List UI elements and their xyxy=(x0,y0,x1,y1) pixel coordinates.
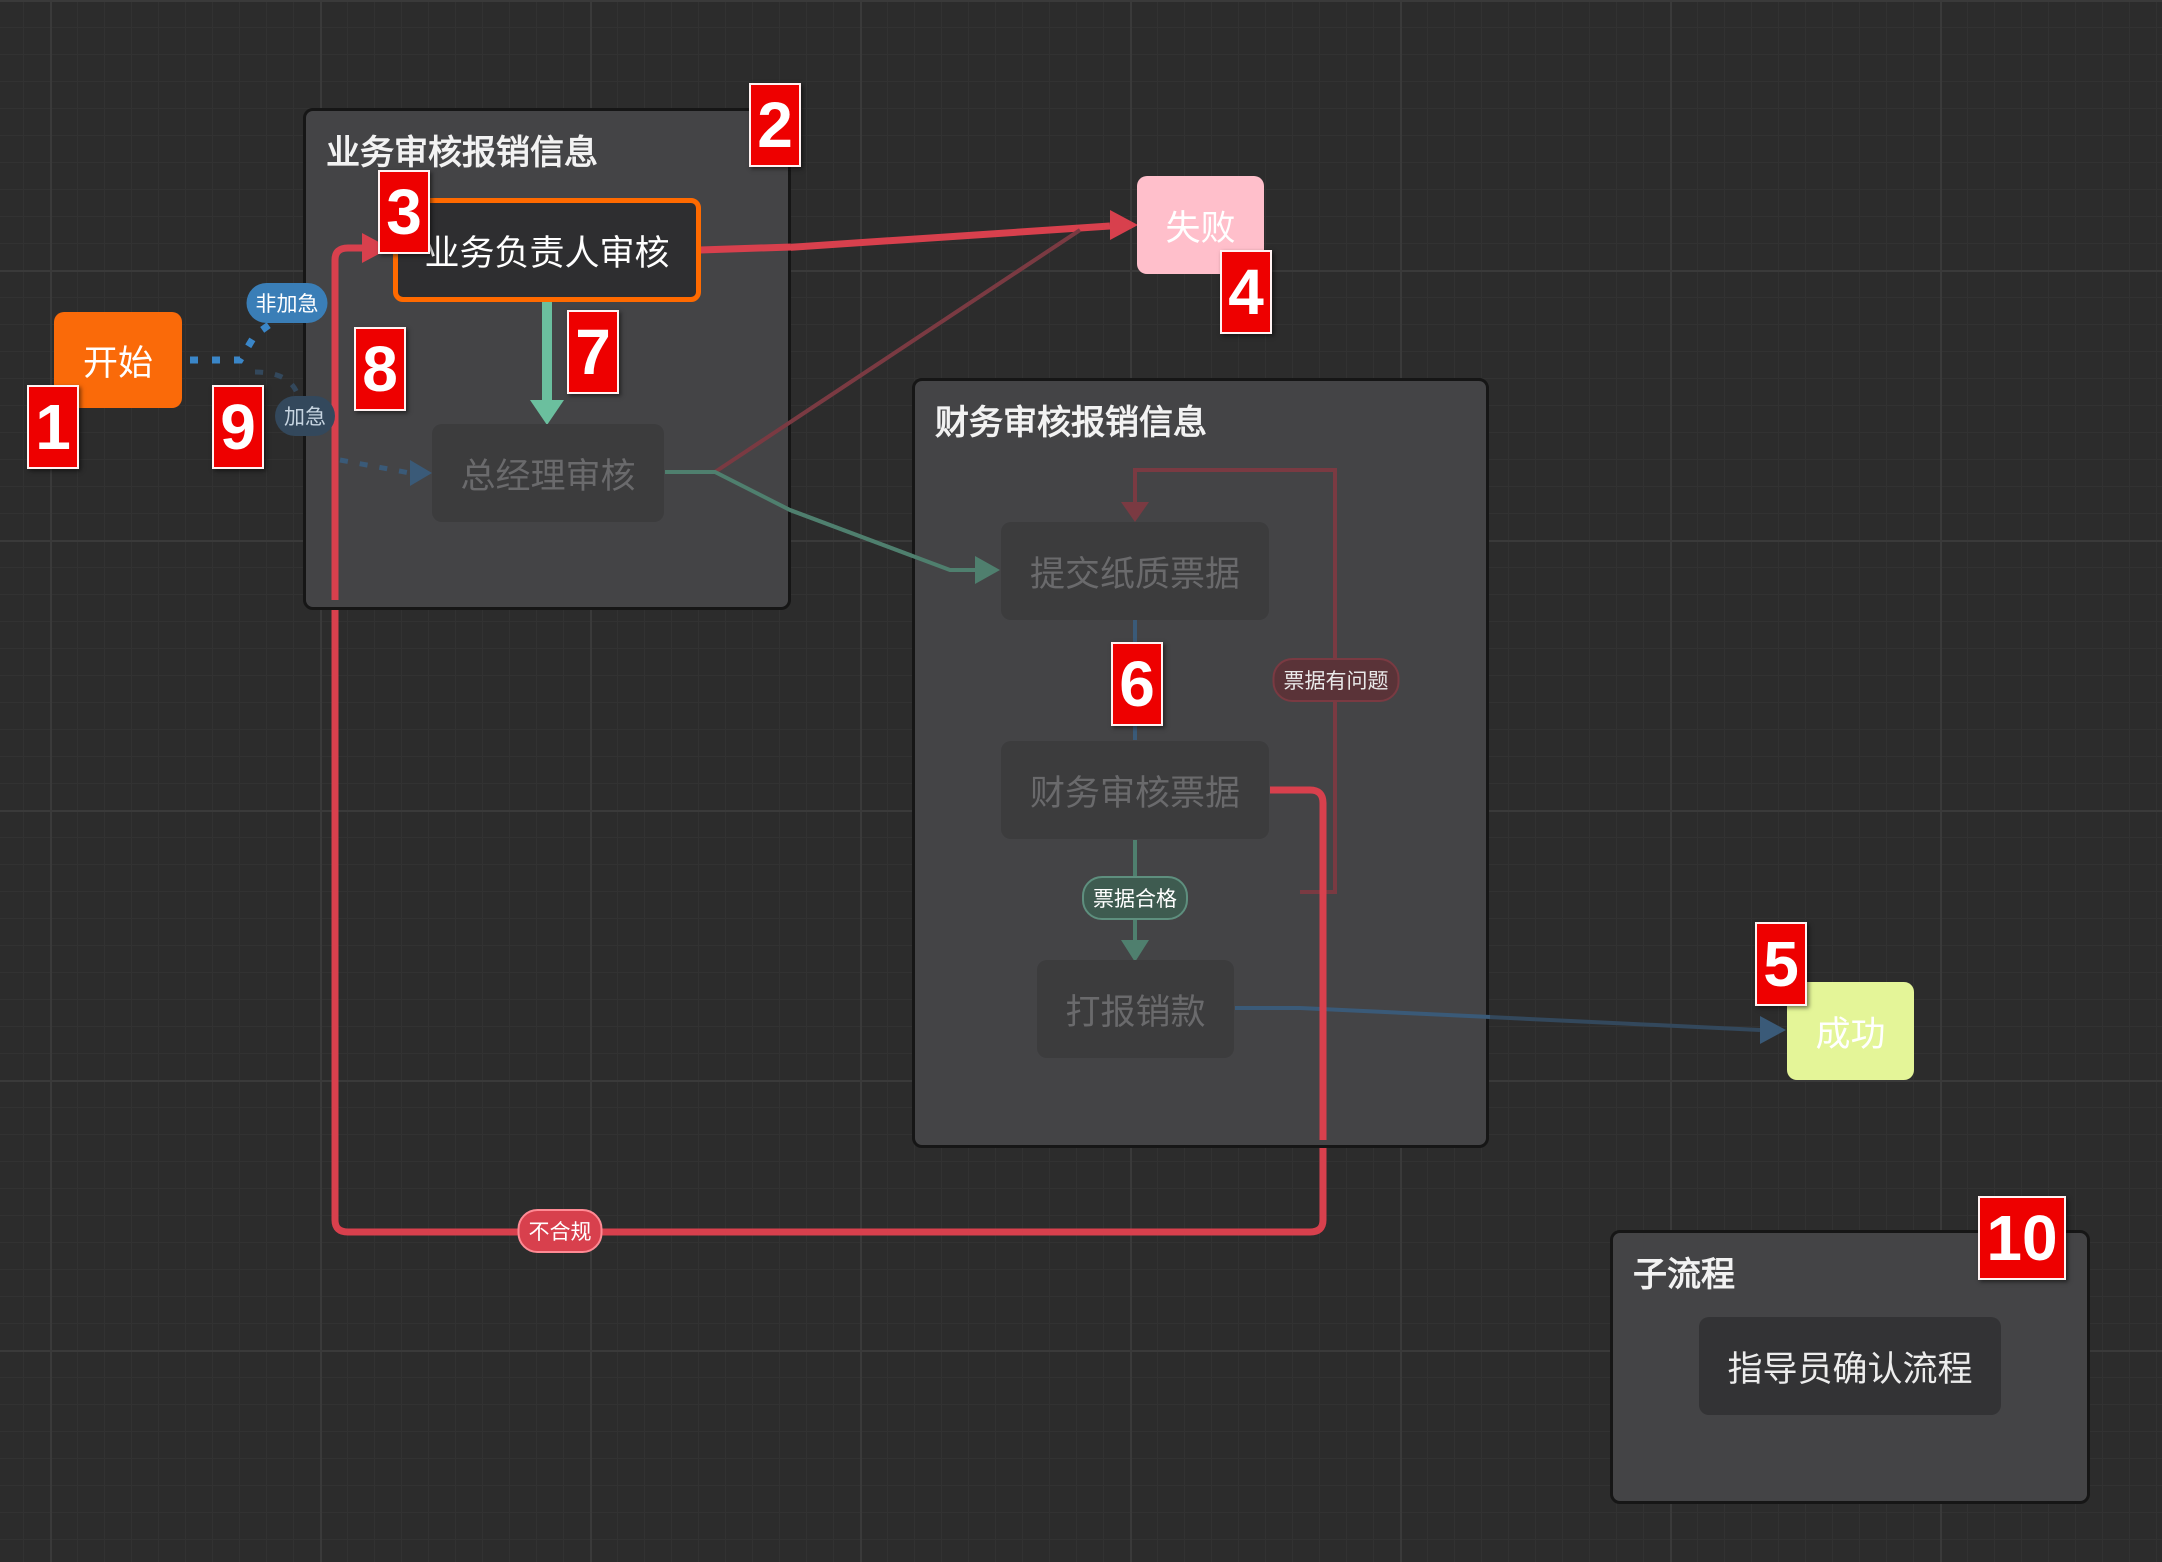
marker-4: 4 xyxy=(1220,250,1272,334)
group-subflow-title: 子流程 xyxy=(1633,1255,1735,1295)
edge-label-receipt-problem[interactable]: 票据有问题 xyxy=(1272,658,1400,702)
marker-9: 9 xyxy=(212,385,264,469)
marker-3: 3 xyxy=(378,170,430,254)
edge-label-non-urgent[interactable]: 非加急 xyxy=(246,283,328,323)
arrowhead-to-success xyxy=(1760,1016,1786,1044)
group-finance-review-title: 财务审核报销信息 xyxy=(935,403,1207,443)
node-business-owner-review[interactable]: 业务负责人审核 xyxy=(393,198,701,302)
node-payout[interactable]: 打报销款 xyxy=(1037,960,1234,1058)
node-gm-review[interactable]: 总经理审核 xyxy=(432,424,664,522)
node-instructor-confirm[interactable]: 指导员确认流程 xyxy=(1699,1317,2001,1415)
arrowhead-to-fail xyxy=(1110,210,1138,240)
marker-8: 8 xyxy=(354,327,406,411)
marker-6: 6 xyxy=(1111,642,1163,726)
edge-label-non-compliant[interactable]: 不合规 xyxy=(517,1209,603,1253)
marker-10: 10 xyxy=(1978,1196,2066,1280)
node-finance-review-receipt[interactable]: 财务审核票据 xyxy=(1001,741,1269,839)
marker-1: 1 xyxy=(27,385,79,469)
marker-7: 7 xyxy=(567,310,619,394)
edge-label-urgent[interactable]: 加急 xyxy=(275,396,335,436)
marker-5: 5 xyxy=(1755,922,1807,1006)
edge-label-receipt-ok[interactable]: 票据合格 xyxy=(1082,876,1188,920)
group-business-review-title: 业务审核报销信息 xyxy=(326,133,598,173)
node-success[interactable]: 成功 xyxy=(1787,982,1914,1080)
marker-2: 2 xyxy=(749,83,801,167)
node-submit-paper-receipt[interactable]: 提交纸质票据 xyxy=(1001,522,1269,620)
